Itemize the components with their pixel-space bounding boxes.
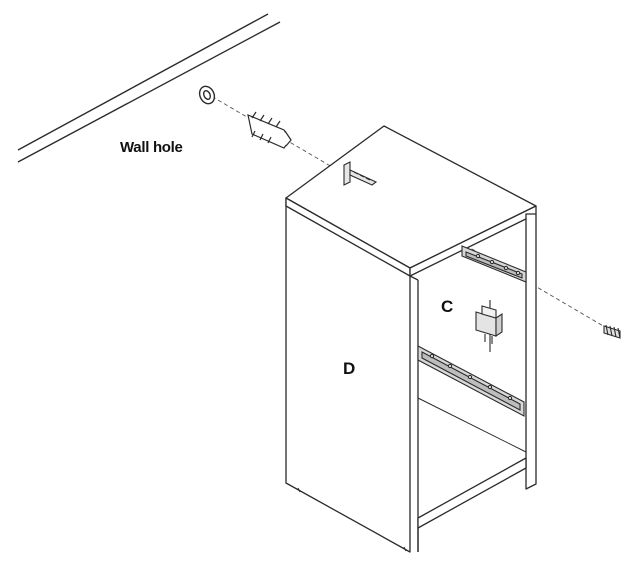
part-d-label: D <box>343 359 356 378</box>
connector-c-icon <box>475 300 503 352</box>
wall-hole-ring <box>198 85 216 105</box>
wall-edge <box>17 13 281 163</box>
cabinet-d <box>285 125 537 553</box>
drawer-rail-lower <box>417 345 525 417</box>
screw-icon <box>603 324 621 339</box>
drawer-rail-upper <box>461 245 527 283</box>
side-panel-right <box>525 213 537 490</box>
wall-bracket-icon <box>343 161 378 186</box>
wall-plug-icon <box>247 111 292 149</box>
part-c-label: C <box>441 297 454 316</box>
wall-hole-label: Wall hole <box>120 139 183 156</box>
bottom-shelf <box>417 457 527 529</box>
